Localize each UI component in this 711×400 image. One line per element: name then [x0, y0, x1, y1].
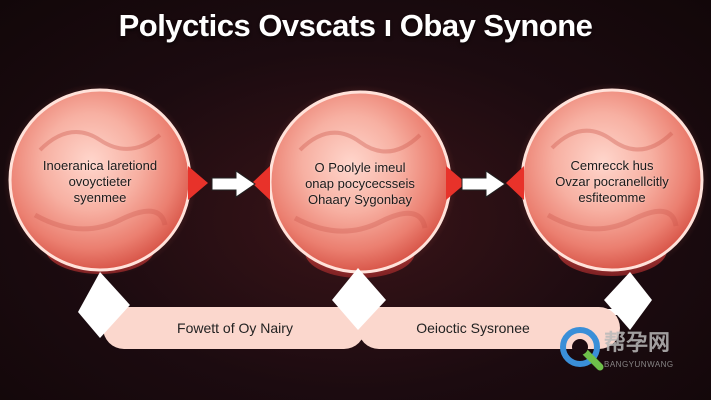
ovary-circle-2 [263, 85, 457, 279]
circle-1-line-2: ovoyctieter [68, 174, 132, 189]
ovary-circle-1 [3, 83, 197, 277]
ovary-circle-3 [515, 83, 709, 277]
pill-label-1: Fowett of Oy Nairy [177, 320, 293, 336]
watermark-text: 帮孕网 [604, 330, 671, 356]
circle-1-line-1: Inoeranica laretiond [42, 158, 158, 173]
circle-3-text: Cemrecck hus Ovzar pocranellcitly esfite… [532, 158, 692, 206]
red-notches [188, 166, 524, 200]
pointer-diamonds [78, 268, 652, 338]
circle-2-line-2: onap pocycecsseis [305, 176, 415, 191]
circle-3-line-3: esfiteomme [578, 190, 646, 205]
pill-box-1 [103, 307, 365, 349]
circle-1-text: Inoeranica laretiond ovoyctieter syenmee [20, 158, 180, 206]
circle-1-line-3: syenmee [73, 190, 127, 205]
arrow-1-to-2 [211, 170, 256, 198]
watermark-subtext: BANGYUNWANG [604, 360, 674, 369]
pill-box-2 [358, 307, 620, 349]
watermark-logo-icon [560, 327, 604, 371]
circle-3-line-1: Cemrecck hus [570, 158, 654, 173]
page-title: Polyctics Ovscats ı Obay Synone [118, 8, 593, 43]
circle-2-text: O Poolyle imeul onap pocycecsseis Ohaary… [280, 160, 440, 208]
circle-3-line-2: Ovzar pocranellcitly [555, 174, 669, 189]
arrow-2-to-3 [461, 170, 506, 198]
pill-label-2: Oeioctic Sysronee [416, 320, 530, 336]
circle-2-line-3: Ohaary Sygonbay [307, 192, 413, 207]
circle-2-line-1: O Poolyle imeul [314, 160, 406, 175]
